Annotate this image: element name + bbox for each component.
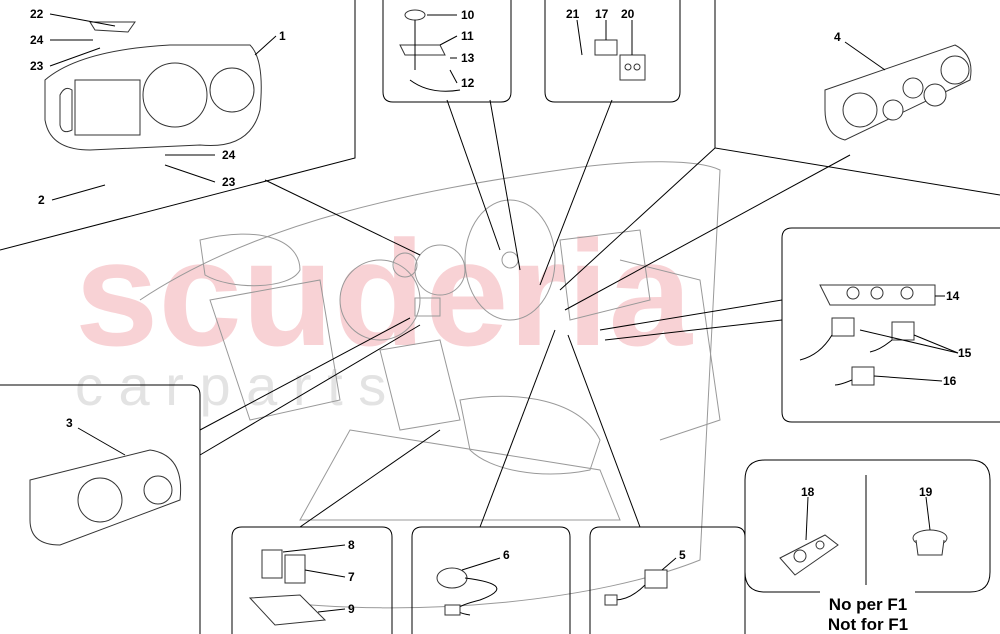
panel-border-switch [544, 0, 681, 103]
panel-border-instrument-cluster [0, 0, 356, 251]
callout-9: 9 [348, 602, 355, 616]
watermark-brand: scuderia [75, 209, 694, 377]
sensor-part-6[interactable] [436, 567, 498, 616]
light-switch-part[interactable] [29, 449, 182, 546]
instrument-cluster-part[interactable] [44, 21, 262, 151]
callout-leaders [49, 13, 959, 613]
callout-15: 15 [958, 346, 972, 360]
callout-1: 1 [279, 29, 286, 43]
callout-5: 5 [679, 548, 686, 562]
window-switches-part[interactable] [248, 549, 327, 626]
callout-11: 11 [461, 29, 474, 43]
callout-7: 7 [348, 570, 355, 584]
callout-18: 18 [801, 485, 815, 499]
callout-22: 22 [30, 7, 44, 21]
panel-border-buttons [781, 227, 1000, 423]
callout-3: 3 [66, 416, 73, 430]
callout-20: 20 [621, 7, 635, 21]
sensor-bracket-part[interactable] [399, 9, 461, 92]
panel-border-sensor [382, 0, 512, 103]
panel-border-part6 [411, 526, 571, 634]
leader-lines [199, 99, 851, 528]
callout-21: 21 [566, 7, 580, 21]
panel-border-f1-parts [744, 459, 991, 593]
callout-14: 14 [946, 289, 960, 303]
car-interior-drawing [139, 161, 721, 609]
callout-16: 16 [943, 374, 957, 388]
callout-4: 4 [834, 30, 841, 44]
callout-19: 19 [919, 485, 933, 499]
switch-part[interactable] [594, 39, 646, 81]
note-italian: No per F1 [829, 595, 907, 614]
callout-23: 23 [222, 175, 236, 189]
callout-24: 24 [30, 33, 44, 47]
callout-17: 17 [595, 7, 609, 21]
callout-8: 8 [348, 538, 355, 552]
callout-6: 6 [503, 548, 510, 562]
note-english: Not for F1 [828, 615, 908, 634]
panel-border-light-switch [0, 384, 201, 634]
callout-2: 2 [38, 193, 45, 207]
panel-border-window-switches [231, 526, 393, 634]
callout-23: 23 [30, 59, 44, 73]
callout-12: 12 [461, 76, 475, 90]
switch-part-5[interactable] [604, 569, 668, 606]
grommet-part-19[interactable] [912, 529, 948, 556]
button-panel-part[interactable] [799, 284, 936, 386]
callout-10: 10 [461, 8, 475, 22]
callout-13: 13 [461, 51, 475, 65]
panel-border-part5 [589, 526, 746, 634]
climate-control-part[interactable] [824, 44, 972, 141]
bezel-part-18[interactable] [779, 534, 839, 576]
callout-24: 24 [222, 148, 236, 162]
